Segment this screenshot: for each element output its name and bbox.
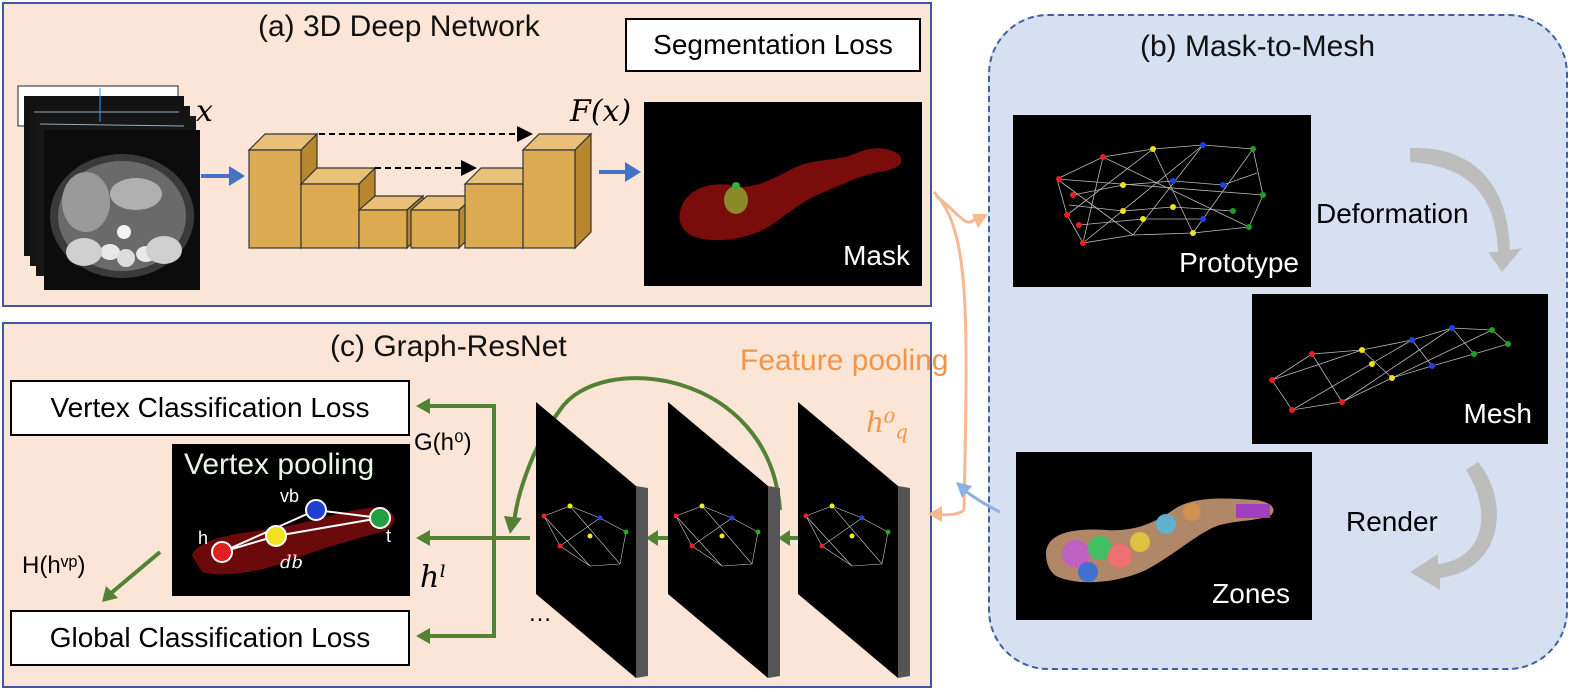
unet-diagram (201, 126, 641, 250)
prototype-mesh (1056, 142, 1266, 246)
deformation-arrow (1410, 147, 1522, 272)
panel-c-title: (c) Graph-ResNet (330, 330, 567, 363)
unet-blocks (247, 132, 593, 250)
zones-label: Zones (1212, 578, 1290, 609)
node-h-label: h (198, 528, 209, 548)
panel-b-curved-arrows (1410, 147, 1522, 590)
mask-label: Mask (843, 240, 910, 271)
residual-curve-arrow (512, 376, 782, 525)
zones-image: Zones (1016, 452, 1312, 620)
h-q0-label: h⁰q (866, 406, 909, 444)
segmentation-loss-box: Segmentation Loss (625, 18, 921, 72)
output-fx-label: F(x) (570, 94, 632, 129)
input-arrow (201, 166, 245, 186)
ellipsis-label: … (528, 600, 552, 627)
mask-image: Mask (644, 102, 922, 286)
mesh-image: Mesh (1252, 294, 1548, 444)
graph-resnet-arrows (102, 376, 854, 644)
to-vertex-loss-arrow (420, 404, 530, 540)
deformation-label: Deformation (1316, 198, 1469, 229)
vertex-pooling-image: Vertex pooling h vb db t (172, 444, 410, 596)
h-vp-arrow (108, 550, 162, 596)
g-function-label: G(h⁰) (414, 429, 472, 456)
render-arrow (1410, 462, 1497, 590)
render-label: Render (1346, 506, 1438, 537)
h-function-label: H(hᵛᵖ) (22, 552, 86, 579)
feature-pooling-arrows (928, 190, 1000, 522)
to-global-loss-arrow (420, 538, 496, 638)
blue-curve (963, 488, 1000, 514)
global-classification-loss-box: Global Classification Loss (10, 610, 410, 666)
node-t-label: t (386, 526, 392, 546)
ct-slice-stack (17, 85, 200, 290)
input-x-label: x (196, 94, 213, 129)
feature-slices (536, 402, 910, 678)
orange-curve-right (932, 190, 968, 511)
prototype-label: Prototype (1179, 247, 1299, 278)
feature-pooling-label: Feature pooling (740, 344, 949, 377)
zones-render (1046, 498, 1274, 583)
panel-a-title: (a) 3D Deep Network (258, 10, 540, 43)
vertex-classification-loss-box: Vertex Classification Loss (10, 380, 410, 436)
feature-slice-3 (798, 402, 910, 678)
h-l-label: hˡ (420, 560, 447, 595)
output-arrow (599, 162, 641, 182)
vertex-pooling-title: Vertex pooling (184, 448, 375, 481)
prototype-image: Prototype (1013, 115, 1311, 287)
deformed-mesh (1269, 325, 1511, 413)
node-db-label: db (280, 552, 304, 573)
mesh-label: Mesh (1463, 398, 1532, 429)
feature-slice-1 (536, 402, 648, 678)
panel-b-title: (b) Mask-to-Mesh (1140, 30, 1376, 63)
mask-render (679, 148, 902, 241)
ct-front-slice (44, 130, 200, 290)
feature-slice-2 (668, 402, 780, 678)
vertex-pooling-graph (192, 499, 395, 575)
node-vb-label: vb (280, 486, 300, 506)
